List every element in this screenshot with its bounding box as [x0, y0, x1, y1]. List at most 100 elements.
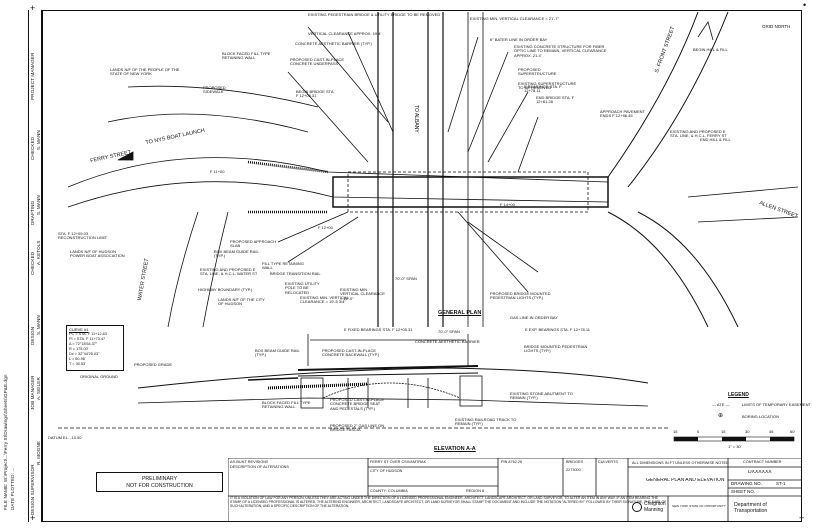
curve-data-row: Δ = 72°18'54.37" [69, 342, 98, 346]
curve-data-row: L = 60.96' [69, 357, 86, 361]
label-lands-hudson-power: LANDS N/F OF HUDSON POWER BOAT ASSOCIATI… [70, 249, 125, 259]
sheet-no-label: SHEET NO. [731, 490, 756, 494]
scale-tick-1: 15 [673, 429, 678, 434]
label-existing-ped-bridge: EXISTING PEDESTRIAN BRIDGE & UTILITY BRI… [308, 12, 441, 17]
label-existing-superstructure: EXISTING SUPERSTRUCTURE TO BE REMOVED [518, 81, 577, 91]
elev-label-stone-abutment: EXISTING STONE ABUTMENT TO REMAIN (TYP.) [510, 391, 573, 401]
dept-name-2: Transportation [734, 508, 768, 514]
dims-note: ALL DIMENSIONS IN FT UNLESS OTHERWISE NO… [632, 461, 729, 465]
scale-tick-6: 60' [790, 429, 796, 434]
signer-name-1: S. MANN [36, 130, 41, 150]
label-e-bearings: E BEARINGS STA. F 12+78.11 [524, 84, 562, 94]
drawing-no-label: DRAWING NO. [731, 482, 762, 486]
state-logo: NEW YORK STATE OF OPPORTUNITY [672, 505, 726, 508]
elev-label-bridge-lights: BRIDGE MOUNTED PEDESTRIAN LIGHTS (TYP.) [524, 344, 588, 354]
pin-label: PIN 8762.26 [501, 460, 523, 464]
date-plotted-label: DATE PLOTTED: ... [10, 467, 15, 510]
elev-label-block-faced: BLOCK FACED FILL TYPE RETAINING WALL [262, 400, 311, 410]
dept-name-1: Department of [734, 502, 767, 508]
elev-label-seat-pedestals: PROPOSED CAST-IN-PLACE CONCRETE BRIDGE S… [330, 397, 385, 411]
culverts-label: CULVERTS [598, 460, 618, 464]
scale-bar [673, 436, 795, 442]
curve-data-table: CURVE #1 PC = STA. F 11+12.63 PI = STA. … [66, 325, 124, 371]
label-existing-concrete-structure: EXISTING CONCRETE STRUCTURE FOR FIBER OP… [514, 44, 607, 58]
elev-label-proposed-grade: PROPOSED GRADE [134, 362, 173, 367]
label-reconstruction-limit: STA. F 12+09.03 RECONSTRUCTION LIMIT [58, 231, 108, 241]
label-lands-state: LANDS N/F OF THE PEOPLE OF THE STATE OF … [110, 67, 180, 77]
preliminary-stamp: PRELIMINARY NOT FOR CONSTRUCTION [96, 472, 223, 492]
label-lands-city: LANDS N/F OF THE CITY OF HUDSON [218, 297, 265, 307]
label-begin-hill: BEGIN HILL & FILL [693, 47, 728, 52]
city-name: CITY OF HUDSON [370, 469, 403, 473]
legend-symbol-easement: — ATE — [712, 402, 730, 407]
label-existing-min-vert-2: EXISTING MIN. VERTICAL CLEARANCE = 19'-5… [300, 295, 349, 305]
label-vertical-clearance: VERTICAL CLEARANCE APPROX. 19.4' [308, 31, 382, 36]
elev-label-box-beam: BOX BEAM GUIDE RAIL (TYP.) [255, 348, 300, 358]
curve-data-row: R = 175.00' [69, 347, 89, 351]
label-proposed-superstructure: PROPOSED SUPERSTRUCTURE [518, 67, 557, 77]
elev-label-cip-backwall: PROPOSED CAST-IN-PLACE CONCRETE BACKWALL… [322, 348, 380, 358]
boring-location-icon: ⊕ [718, 413, 724, 419]
file-name-label: FILE NAME: W:\Project\...\Ferry St\Drawi… [3, 374, 8, 510]
label-grid-north: GRID NORTH [762, 24, 791, 29]
title-block-grid [228, 458, 802, 522]
curve-data-row: PC = STA. F 11+12.63 [69, 332, 107, 336]
label-plan-gas-line: GAS LINE IN ORDER BAY [510, 315, 558, 320]
scale-tick-4: 30 [745, 429, 750, 434]
prelim-line-2: NOT FOR CONSTRUCTION [126, 483, 193, 489]
contract-number: DXXXXXX [748, 470, 772, 475]
label-proposed-sidewalk: PROPOSED SIDEWALK [203, 85, 226, 95]
elev-label-gas-line: PROPOSED 2" GAS LINE ON BRIDGE FASCIA [330, 423, 385, 433]
curve-data-row: T = 30.53' [69, 362, 86, 366]
label-fill-type-wall: FILL TYPE RETAINING WALL [262, 261, 304, 271]
bin-number: 2273000 [566, 468, 581, 472]
elev-label-fixed-bearings: E FIXED BEARINGS STA. F 12+05.31 [344, 327, 413, 332]
label-stone-wall-right: EXISTING AND PROPOSED E STA. LINE, & H.C… [670, 129, 727, 139]
scale-tick-3: 15 [721, 429, 726, 434]
checked-label: CHECKED [30, 136, 35, 160]
label-proposed-min-vert: EXISTING MIN. VERTICAL CLEARANCE = 22'-0… [340, 287, 385, 301]
design-label: DESIGN [30, 326, 35, 345]
bridges-label: BRIDGES [566, 460, 584, 464]
corner-plus-bottom-left: + [30, 513, 36, 523]
label-approach-pavement: APPROACH PAVEMENT ENDS F 12+96.45 [600, 109, 645, 119]
curve-data-title: CURVE #1 [69, 327, 89, 332]
legal-note: IT IS A VIOLATION OF LAW FOR ANY PERSON,… [230, 496, 667, 508]
datum-label: DATUM EL. -10.00 [48, 435, 82, 440]
label-proposed-cip: PROPOSED CAST-IN-PLACE CONCRETE UNDERPAS… [290, 57, 345, 67]
elev-label-original-ground: ORIGINAL GROUND [80, 374, 118, 379]
title-block: AS-BUILT REVISIONS DESCRIPTION OF ALTERA… [228, 458, 802, 522]
drawing-frame [42, 10, 802, 522]
signer-name-3: A. KETOLS [36, 240, 41, 265]
drafting-label: DRAFTING [30, 200, 35, 225]
prelim-line-1: PRELIMINARY [141, 476, 178, 482]
label-block-faced: BLOCK FACED FILL TYPE RETAINING WALL [222, 51, 271, 61]
project-manager-label: PROJECT MANAGER [30, 52, 35, 100]
sheet-title: GENERAL PLAN AND ELEVATION [646, 478, 725, 483]
label-end-bridge: END BRIDGE STA. F 12+81.28 [536, 95, 575, 105]
label-sta-mark-0: F 11+00 [210, 169, 225, 174]
label-box-beam-rail: BOX BEAM GUIDE RAIL (TYP.) [214, 249, 259, 259]
as-built-label: AS-BUILT REVISIONS [230, 460, 269, 464]
scale-tick-2: 0 [697, 429, 700, 434]
county-name: COUNTY: COLUMBIA [370, 489, 408, 493]
label-approach-slab: PROPOSED APPROACH SLAB [230, 239, 277, 249]
region-label: REGION 8 [466, 489, 485, 493]
job-manager-label: JOB MANAGER [30, 375, 35, 410]
label-sta-mark-3: F 14+00 [500, 202, 515, 207]
legend-title: LEGEND [728, 392, 749, 398]
elevation-title: ELEVATION A-A [434, 446, 476, 452]
firm-name-2: Manning [644, 507, 664, 513]
left-title-strip: FILE NAME: W:\Project\...\Ferry St\Drawi… [0, 10, 42, 522]
signer-name-2: S. MANN [36, 195, 41, 215]
firm-name-1: Creighton [644, 501, 666, 507]
label-existing-min-vert: EXISTING MIN. VERTICAL CLEARANCE = 21'-7… [470, 16, 559, 21]
elev-label-railroad-track: EXISTING RAILROAD TRACK TO REMAIN (TYP.) [455, 417, 517, 427]
label-highway-boundary: HIGHWAY BOUNDARY (TYP.) [198, 287, 253, 292]
firm-logo-icon [632, 502, 642, 512]
description-label: DESCRIPTION OF ALTERATIONS [230, 465, 289, 469]
corner-dot-top-right: • [803, 0, 807, 10]
project-name: FERRY ST OVER CSX/AMTRAK [370, 460, 427, 464]
elevation-drawing [58, 334, 668, 429]
